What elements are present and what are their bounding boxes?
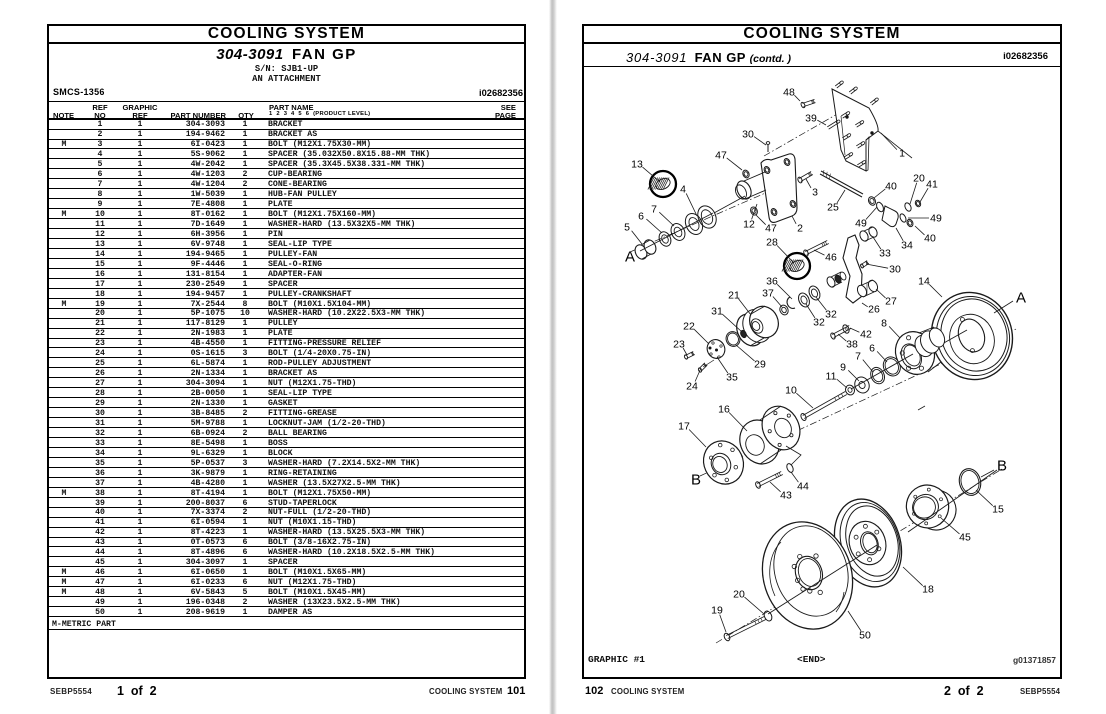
svg-text:40: 40 — [885, 181, 897, 193]
svg-text:30: 30 — [742, 129, 754, 141]
svg-text:30: 30 — [889, 264, 901, 276]
svg-text:47: 47 — [715, 150, 727, 162]
svg-text:36: 36 — [766, 276, 778, 288]
svg-text:48: 48 — [783, 87, 795, 99]
svg-text:13: 13 — [631, 159, 643, 171]
svg-text:47: 47 — [765, 223, 777, 235]
svg-text:43: 43 — [780, 490, 792, 502]
svg-text:16: 16 — [718, 404, 730, 416]
svg-text:23: 23 — [673, 339, 685, 351]
svg-text:21: 21 — [728, 290, 740, 302]
svg-text:19: 19 — [711, 605, 723, 617]
svg-text:45: 45 — [959, 532, 971, 544]
svg-text:32: 32 — [825, 309, 837, 321]
svg-text:49: 49 — [930, 213, 942, 225]
svg-text:37: 37 — [762, 288, 774, 300]
svg-text:20: 20 — [913, 173, 925, 185]
svg-text:5: 5 — [624, 222, 630, 234]
svg-text:40: 40 — [924, 233, 936, 245]
svg-text:12: 12 — [743, 219, 755, 231]
svg-text:B: B — [997, 458, 1007, 475]
svg-text:25: 25 — [827, 202, 839, 214]
svg-text:6: 6 — [638, 211, 644, 223]
svg-text:38: 38 — [846, 339, 858, 351]
svg-text:49: 49 — [855, 218, 867, 230]
svg-text:26: 26 — [868, 304, 880, 316]
svg-text:28: 28 — [766, 237, 778, 249]
svg-text:8: 8 — [881, 318, 887, 330]
svg-text:7: 7 — [651, 204, 657, 216]
svg-text:9: 9 — [840, 362, 846, 374]
svg-text:24: 24 — [686, 381, 698, 393]
svg-text:29: 29 — [754, 359, 766, 371]
svg-text:35: 35 — [726, 372, 738, 384]
svg-text:14: 14 — [918, 276, 930, 288]
svg-text:A: A — [1016, 290, 1026, 307]
svg-text:42: 42 — [860, 329, 872, 341]
svg-text:31: 31 — [711, 306, 723, 318]
svg-text:15: 15 — [992, 504, 1004, 516]
svg-text:10: 10 — [785, 385, 797, 397]
svg-text:22: 22 — [683, 321, 695, 333]
svg-text:50: 50 — [859, 630, 871, 642]
svg-text:17: 17 — [678, 421, 690, 433]
svg-text:18: 18 — [922, 584, 934, 596]
svg-text:1: 1 — [899, 148, 905, 160]
svg-text:33: 33 — [879, 248, 891, 260]
svg-text:11: 11 — [826, 371, 837, 383]
svg-text:7: 7 — [855, 351, 861, 363]
svg-text:34: 34 — [901, 240, 913, 252]
svg-text:6: 6 — [869, 343, 875, 355]
svg-text:4: 4 — [680, 184, 686, 196]
svg-text:39: 39 — [805, 113, 817, 125]
svg-text:41: 41 — [926, 179, 938, 191]
svg-text:A: A — [625, 249, 635, 266]
svg-text:B: B — [691, 472, 701, 489]
svg-text:2: 2 — [797, 223, 803, 235]
svg-text:46: 46 — [825, 252, 837, 264]
svg-text:3: 3 — [812, 187, 818, 199]
svg-text:27: 27 — [885, 296, 897, 308]
svg-text:32: 32 — [813, 317, 825, 329]
svg-text:44: 44 — [797, 481, 809, 493]
svg-text:20: 20 — [733, 589, 745, 601]
